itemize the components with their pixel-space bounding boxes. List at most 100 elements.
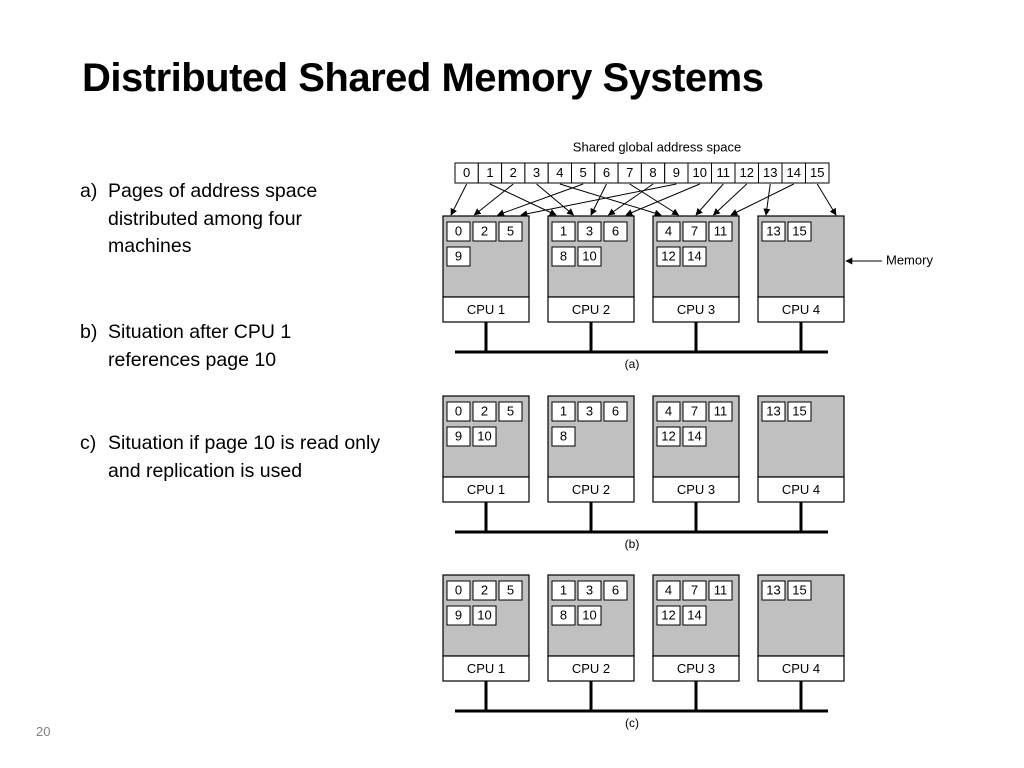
page-box (682, 605, 707, 626)
page-number: 9 (455, 607, 462, 622)
address-page-number: 9 (673, 165, 680, 180)
page-box (472, 221, 497, 242)
page-number: 4 (665, 582, 672, 597)
address-page-number: 0 (463, 165, 470, 180)
bullet-text: Pages of address space distributed among… (108, 180, 318, 257)
page-mapping-arrow (520, 183, 677, 218)
page-box (682, 426, 707, 447)
page-number: 5 (507, 403, 514, 418)
address-page-number: 7 (626, 165, 633, 180)
page-box (577, 580, 602, 601)
page-box (761, 580, 786, 601)
bullet-marker: c) (80, 432, 97, 454)
bullet-text: Situation if page 10 is read only and re… (108, 432, 381, 482)
page-number: 15 (792, 223, 806, 238)
page-box (446, 426, 471, 447)
cpu-box (757, 476, 845, 503)
cpu-label: CPU 3 (677, 302, 715, 317)
page-box (472, 401, 497, 422)
page-box (472, 605, 497, 626)
page-number: 8 (560, 248, 567, 263)
page-box (446, 605, 471, 626)
page-number: 2 (481, 403, 488, 418)
page-number: 1 (560, 403, 567, 418)
page-box (446, 401, 471, 422)
cpu-label: CPU 1 (467, 482, 505, 497)
page-number: 2 (481, 582, 488, 597)
page-number: 11 (714, 582, 728, 597)
page-box (577, 221, 602, 242)
page-number: 7 (691, 223, 698, 238)
page-box (603, 221, 628, 242)
cpu-label: CPU 2 (572, 482, 610, 497)
cpu-label: CPU 4 (782, 302, 820, 317)
cpu-box (652, 655, 740, 682)
address-page-number: 12 (740, 165, 754, 180)
page-mapping-arrow (625, 183, 700, 216)
page-mapping-arrow (473, 183, 514, 216)
memory-label: Memory (886, 252, 933, 267)
address-space-label: Shared global address space (573, 139, 741, 154)
page-number: 10 (477, 428, 491, 443)
address-page-number: 13 (763, 165, 777, 180)
page-mapping-arrow (763, 183, 771, 216)
cpu-box (442, 655, 530, 682)
page-box (603, 580, 628, 601)
page-number: 20 (36, 724, 51, 739)
page-mapping-arrow (712, 183, 748, 216)
page-number: 14 (687, 428, 701, 443)
page-box (498, 221, 523, 242)
page-box (656, 246, 681, 267)
cpu-label: CPU 3 (677, 661, 715, 676)
page-number: 4 (665, 223, 672, 238)
page-box (682, 580, 707, 601)
cpu-label: CPU 4 (782, 482, 820, 497)
page-box (446, 246, 471, 267)
page-number: 14 (687, 607, 701, 622)
address-page-number: 11 (717, 165, 731, 180)
address-page-number: 4 (556, 165, 563, 180)
page-number: 10 (582, 607, 596, 622)
page-mapping-arrow (816, 183, 837, 216)
address-page-number: 8 (649, 165, 656, 180)
bullet-item: a) Pages of address space distributed am… (80, 178, 380, 261)
page-number: 9 (455, 428, 462, 443)
page-mapping-arrow (695, 183, 724, 216)
panel-caption: (c) (625, 716, 639, 730)
page-number: 10 (477, 607, 491, 622)
page-mapping-arrow (559, 183, 662, 217)
page-mapping-arrow (536, 183, 575, 216)
page-box (787, 221, 812, 242)
slide-title: Distributed Shared Memory Systems (82, 56, 764, 100)
page-number: 0 (455, 223, 462, 238)
page-number: 4 (665, 403, 672, 418)
page-number: 6 (612, 582, 619, 597)
cpu-label: CPU 3 (677, 482, 715, 497)
page-box (577, 605, 602, 626)
page-box (551, 401, 576, 422)
page-box (656, 580, 681, 601)
address-page-number: 1 (486, 165, 493, 180)
page-number: 13 (766, 403, 780, 418)
page-number: 5 (507, 223, 514, 238)
page-number: 5 (507, 582, 514, 597)
page-mapping-arrow (497, 183, 584, 217)
page-number: 6 (612, 403, 619, 418)
page-box (446, 580, 471, 601)
page-box (708, 221, 733, 242)
page-number: 13 (766, 223, 780, 238)
address-page-number: 14 (787, 165, 801, 180)
page-number: 8 (560, 428, 567, 443)
cpu-label: CPU 1 (467, 302, 505, 317)
cpu-label: CPU 2 (572, 661, 610, 676)
page-box (656, 605, 681, 626)
page-mapping-arrow (450, 183, 468, 216)
address-page-cell (805, 162, 830, 184)
cpu-box (547, 296, 635, 323)
page-box (682, 401, 707, 422)
page-number: 12 (661, 428, 675, 443)
bullet-marker: a) (80, 180, 98, 202)
page-number: 14 (687, 248, 701, 263)
address-page-number: 5 (580, 165, 587, 180)
page-number: 7 (691, 582, 698, 597)
